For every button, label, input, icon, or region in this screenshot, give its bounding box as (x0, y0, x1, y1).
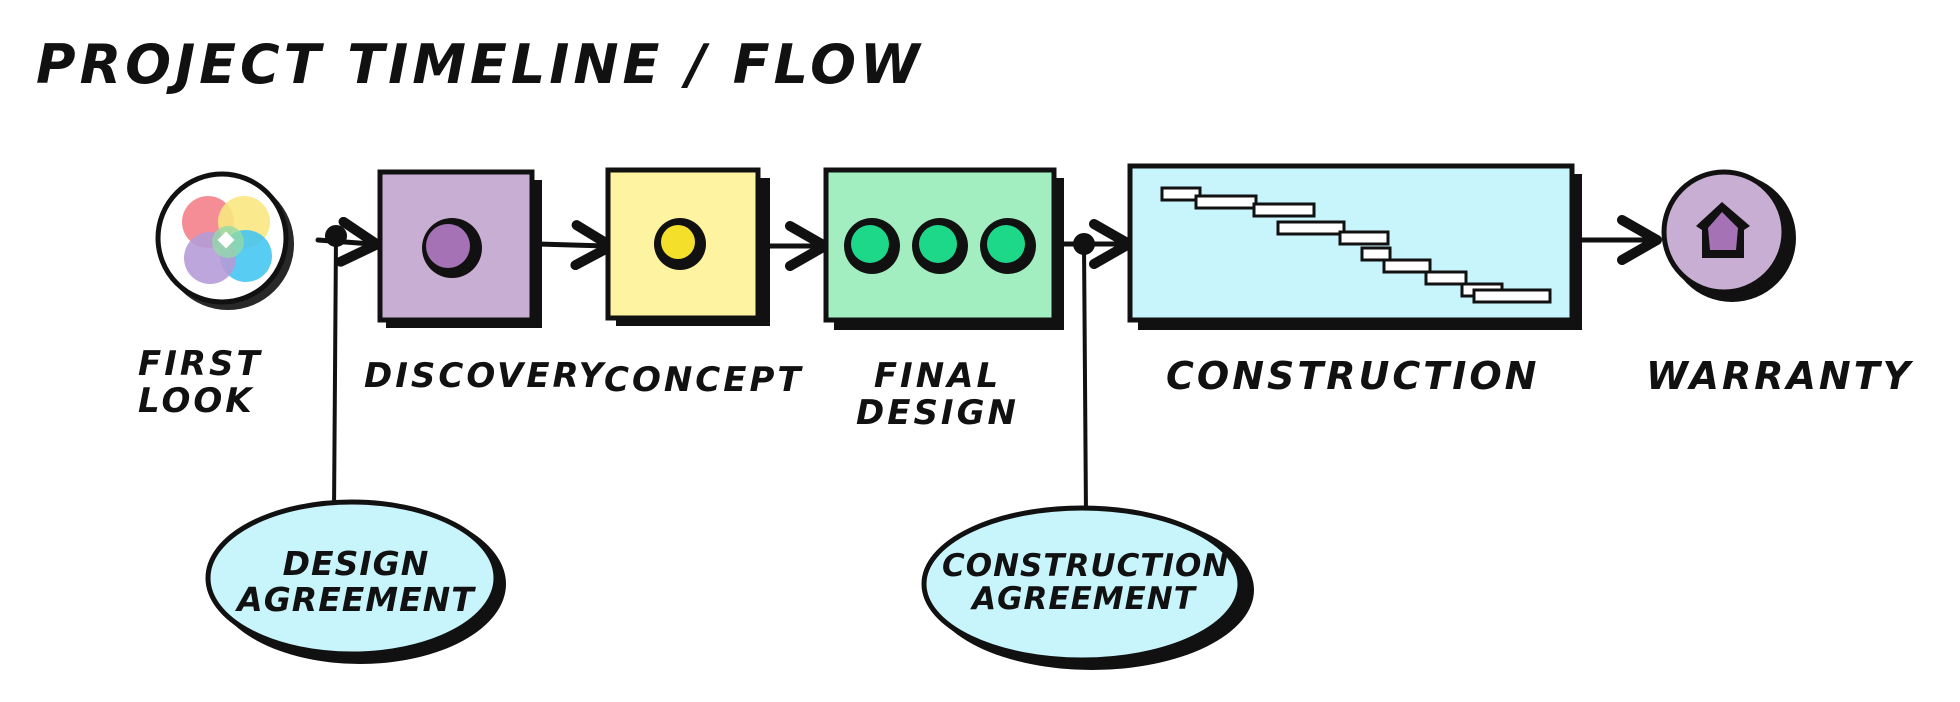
dot-icon (654, 218, 706, 270)
discovery-node[interactable] (377, 169, 542, 328)
connector-construction-agreement (1082, 243, 1088, 517)
dot-icon (422, 218, 482, 278)
construction-agreement-node[interactable] (921, 505, 1254, 670)
concept-node[interactable] (605, 167, 770, 326)
stage-label-final-design: FINAL DESIGN (856, 356, 1019, 433)
stage-label-warranty: WARRANTY (1646, 354, 1914, 398)
stage-label-discovery: DISCOVERY (364, 356, 607, 396)
junction-dot (325, 225, 347, 247)
diagram-title: PROJECT TIMELINE / FLOW (36, 33, 924, 96)
milestone-label-design-agreement: DESIGN AGREEMENT (237, 544, 475, 619)
final-design-node[interactable] (823, 167, 1064, 330)
first-look-node[interactable] (155, 171, 294, 310)
connector-design-agreement (332, 235, 338, 513)
arrow-discovery-concept (535, 220, 616, 271)
warranty-node[interactable] (1661, 169, 1796, 302)
milestone-label-construction-agreement: CONSTRUCTION AGREEMENT (942, 548, 1230, 618)
design-agreement-node[interactable] (205, 499, 506, 664)
house-icon (1696, 202, 1750, 258)
venn-circles-icon (182, 196, 272, 284)
stage-label-construction: CONSTRUCTION (1166, 354, 1540, 398)
three-dots-icon (844, 218, 1036, 274)
flow-arrows (315, 215, 1662, 271)
stage-label-concept: CONCEPT (604, 360, 804, 400)
construction-node[interactable] (1127, 163, 1582, 330)
junction-dot (1073, 233, 1095, 255)
gantt-bars-icon (1160, 186, 1552, 304)
stage-label-first-look: FIRST LOOK (138, 344, 263, 421)
